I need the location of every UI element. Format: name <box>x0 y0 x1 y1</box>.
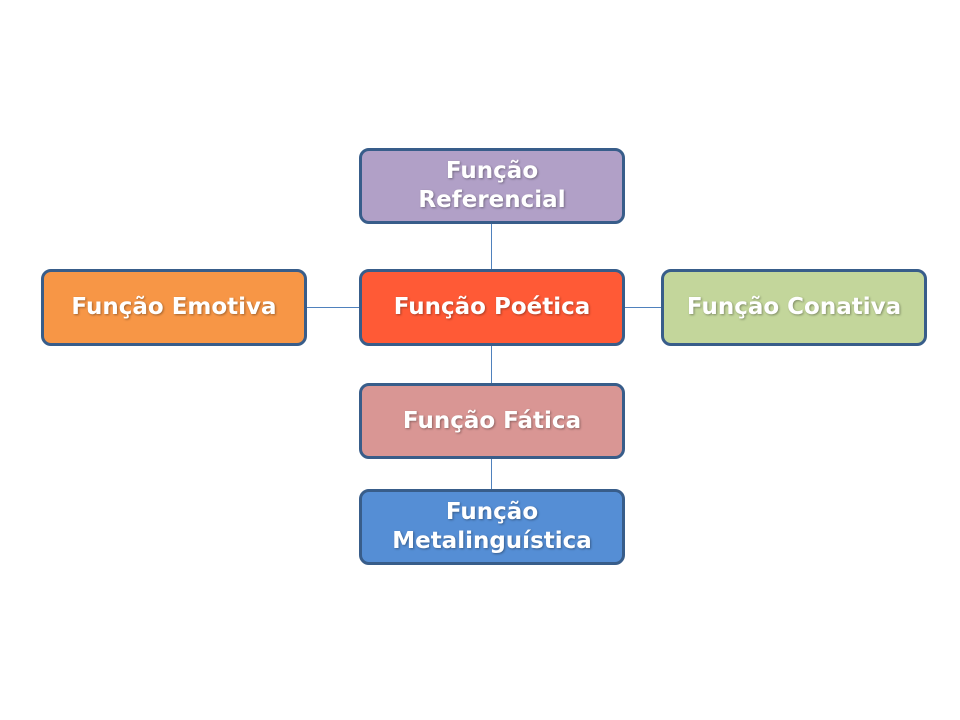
connector-poetica-conativa <box>625 307 661 308</box>
node-funcao-conativa: Função Conativa <box>661 269 927 346</box>
connector-poetica-fatica <box>491 346 492 383</box>
connector-fatica-metalinguistica <box>491 459 492 489</box>
node-funcao-poetica: Função Poética <box>359 269 625 346</box>
connector-emotiva-poetica <box>307 307 359 308</box>
node-funcao-emotiva: Função Emotiva <box>41 269 307 346</box>
connector-referencial-poetica <box>491 224 492 269</box>
node-label: Função Poética <box>393 294 591 321</box>
node-label: Função Fática <box>402 407 582 434</box>
node-funcao-fatica: Função Fática <box>359 383 625 459</box>
node-label: Função Emotiva <box>71 294 277 321</box>
node-label: Função Conativa <box>686 294 902 321</box>
